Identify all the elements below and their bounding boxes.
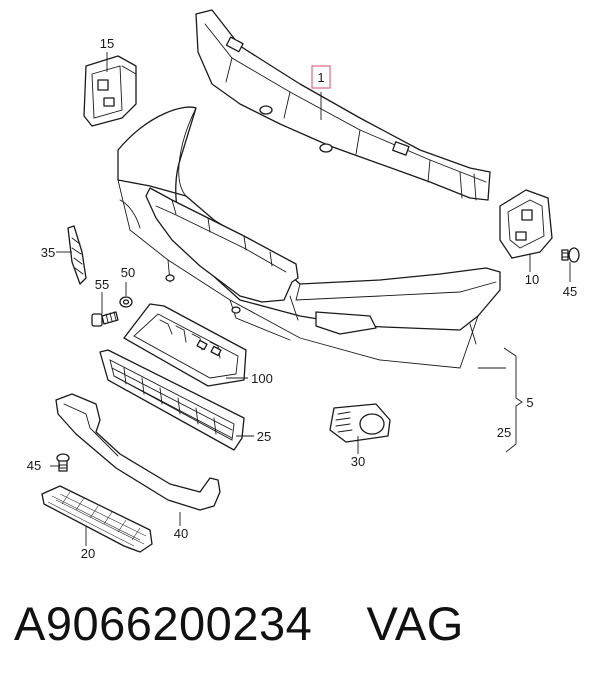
callout-35: 35 — [41, 245, 55, 260]
part-50-washer — [119, 296, 133, 308]
part-30-fog-frame — [329, 403, 391, 443]
part-15-bracket — [83, 55, 137, 127]
part-55-bolt — [91, 311, 119, 327]
part-10-bracket — [499, 189, 553, 259]
brand-name: VAG — [366, 597, 464, 650]
part-45-clip-left — [56, 453, 70, 472]
part-number: A9066200234 — [14, 597, 313, 650]
callout-45-right: 45 — [563, 284, 577, 299]
parts-diagram: 1 15 35 50 55 100 25 45 20 40 10 45 5 25… — [27, 9, 580, 561]
callout-50: 50 — [121, 265, 135, 280]
leader-lines — [50, 52, 571, 546]
upper-grille-frame — [145, 187, 299, 314]
callout-30: 30 — [351, 454, 365, 469]
callout-1-highlight — [311, 65, 331, 89]
callout-5: 5 — [526, 395, 533, 410]
part-number-caption: A9066200234 VAG — [14, 594, 594, 654]
part-20-guard-plate — [41, 485, 153, 553]
callout-45-left: 45 — [27, 458, 41, 473]
callout-25-assembly: 25 — [497, 425, 511, 440]
caption-spacer — [312, 597, 366, 650]
callout-1: 1 — [317, 70, 324, 85]
callout-55: 55 — [95, 277, 109, 292]
callout-10: 10 — [525, 272, 539, 287]
part-35-vent — [67, 225, 87, 285]
part-100-plate-holder — [123, 303, 247, 387]
callout-15: 15 — [100, 36, 114, 51]
part-25-lower-grille — [99, 349, 245, 451]
part-1-reinforcement-beam — [195, 9, 491, 201]
part-45-clip-right — [561, 247, 580, 263]
callout-25-grille: 25 — [257, 429, 271, 444]
callout-20: 20 — [81, 546, 95, 561]
part-40-trim-strip — [55, 393, 221, 511]
callout-100: 100 — [251, 371, 273, 386]
callout-40: 40 — [174, 526, 188, 541]
